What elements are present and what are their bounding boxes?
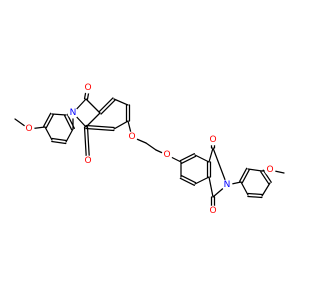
bond-line — [98, 97, 114, 113]
bond-line — [51, 137, 67, 142]
chemical-structure: O N O O O O O O N O — [14, 82, 285, 217]
bond-line — [247, 168, 263, 172]
atom-o-methoxy-left: O — [23, 123, 35, 135]
atom-label: O — [25, 124, 32, 134]
bond-line — [64, 115, 73, 131]
bond-line — [208, 147, 214, 163]
atom-n-left: N — [67, 107, 79, 119]
bond-line — [208, 176, 214, 198]
bond-line — [85, 112, 101, 128]
bond-line — [85, 124, 115, 129]
bond-line — [240, 181, 249, 196]
atom-n-right: N — [221, 179, 233, 191]
atom-o-carbonyl-right-top: O — [207, 134, 219, 146]
bond-line — [85, 127, 115, 132]
bond-line — [181, 175, 197, 184]
bond-line — [247, 192, 263, 196]
atom-label: N — [70, 108, 77, 118]
bond-line — [247, 195, 263, 199]
atom-label: O — [266, 165, 273, 175]
atom-label: O — [163, 150, 170, 160]
atom-o-ether-right: O — [161, 149, 173, 161]
bond-line — [113, 120, 129, 130]
bond-lines — [14, 87, 285, 212]
bond-line — [145, 142, 157, 151]
bond-line — [65, 128, 74, 143]
bond-line — [179, 153, 195, 162]
atom-label: O — [128, 132, 135, 142]
bond-line — [86, 126, 91, 162]
atom-label: O — [209, 135, 216, 145]
atom-label: O — [209, 206, 216, 216]
bond-line — [194, 154, 210, 163]
bond-line — [100, 99, 116, 115]
atom-o-ether-left: O — [126, 131, 138, 143]
bond-line — [45, 114, 54, 129]
bond-line — [85, 98, 101, 114]
bond-line — [51, 113, 67, 116]
bond-line — [44, 126, 53, 141]
bond-line — [179, 177, 195, 186]
bond-line — [241, 169, 250, 184]
atom-label: N — [224, 180, 231, 190]
bond-line — [181, 155, 197, 164]
bond-line — [262, 169, 272, 183]
atom-o-carbonyl-left-top: O — [82, 82, 94, 94]
bond-line — [212, 147, 228, 186]
atom-o-methoxy-right: O — [264, 164, 276, 176]
bond-line — [51, 140, 67, 145]
bond-line — [260, 171, 270, 185]
bond-line — [261, 182, 271, 197]
bond-line — [83, 126, 88, 162]
atom-o-carbonyl-right-bottom: O — [207, 205, 219, 217]
atom-label: O — [84, 156, 91, 166]
bond-line — [239, 167, 248, 182]
bond-line — [194, 176, 210, 185]
atom-label: O — [84, 83, 91, 93]
bond-line — [113, 98, 129, 106]
bond-line — [43, 112, 52, 127]
atom-o-carbonyl-left-bottom: O — [82, 155, 94, 167]
